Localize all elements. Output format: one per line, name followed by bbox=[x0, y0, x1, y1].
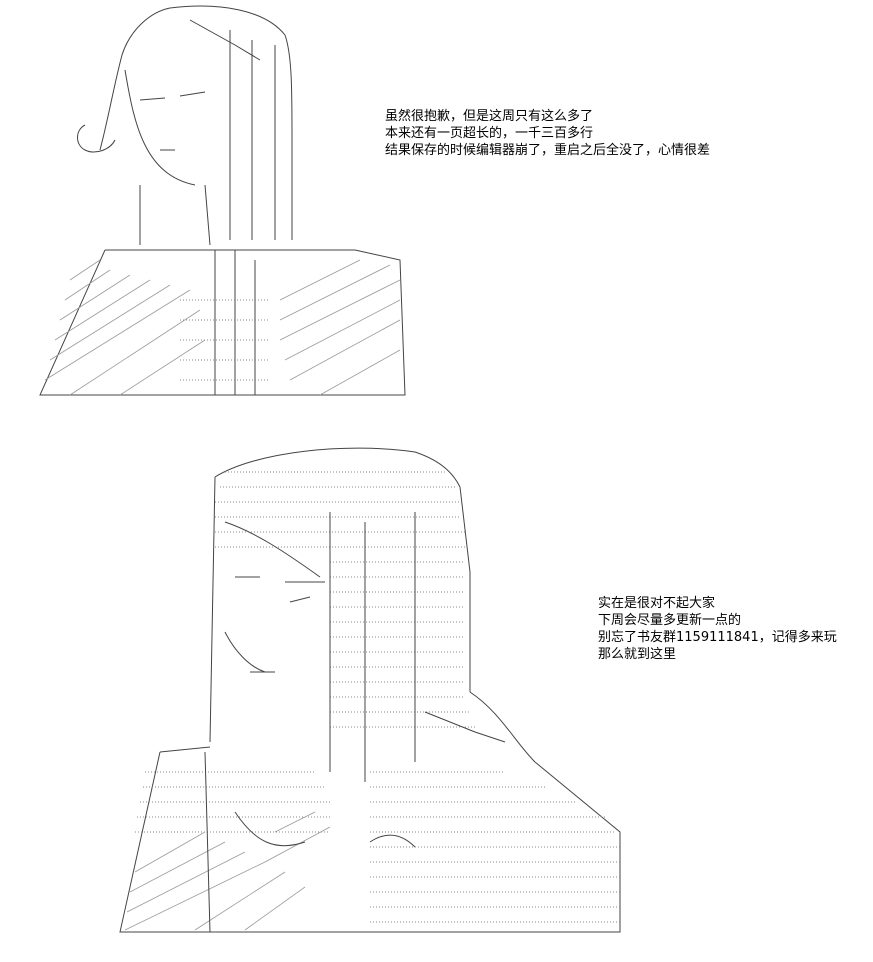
eye-right-lash bbox=[289, 596, 311, 603]
hair-fill-dots bbox=[215, 471, 475, 728]
hair-right-outline bbox=[169, 5, 293, 240]
caption-bottom-line-4: 那么就到这里 bbox=[598, 647, 677, 662]
body-hatching-right bbox=[279, 259, 401, 396]
hair-left-edge bbox=[209, 476, 216, 743]
ascii-art-character-bottom bbox=[115, 432, 635, 937]
hair-strand bbox=[189, 19, 261, 61]
body-fill-dots bbox=[135, 771, 620, 923]
caption-top-line-1: 虽然很抱歉，但是这周只有这么多了 bbox=[385, 109, 594, 124]
body-hatching-left bbox=[44, 259, 206, 396]
ascii-art-character-top bbox=[30, 0, 415, 400]
caption-top-line-3: 结果保存的时候编辑器崩了，重启之后全没了，心情很差 bbox=[385, 143, 711, 158]
eye-left bbox=[139, 97, 166, 101]
face-outline bbox=[124, 69, 196, 186]
caption-bottom: 实在是很对不起大家 下周会尽量多更新一点的 别忘了书友群1159111841，记… bbox=[598, 595, 837, 663]
eye-right bbox=[179, 91, 206, 97]
body-hatching bbox=[124, 811, 331, 931]
caption-top: 虽然很抱歉，但是这周只有这么多了 本来还有一页超长的，一千三百多行 结果保存的时… bbox=[385, 108, 710, 159]
ascii-art-top-drawing bbox=[39, 5, 406, 396]
bangs-line bbox=[224, 521, 321, 578]
caption-bottom-line-3: 别忘了书友群1159111841，记得多来玩 bbox=[598, 630, 837, 645]
shoulder-left bbox=[159, 746, 211, 753]
shoulder-right bbox=[469, 691, 536, 763]
caption-bottom-line-1: 实在是很对不起大家 bbox=[598, 596, 716, 611]
arm-fold bbox=[234, 811, 306, 847]
hair-top-outline bbox=[214, 447, 461, 488]
body-outline bbox=[119, 751, 621, 933]
caption-top-line-2: 本来还有一页超长的，一千三百多行 bbox=[385, 126, 594, 141]
hand-outline bbox=[77, 124, 116, 153]
ascii-art-bottom-drawing bbox=[119, 447, 621, 933]
hair-left-outline bbox=[99, 7, 171, 151]
neck-right bbox=[204, 184, 211, 246]
caption-bottom-line-2: 下周会尽量多更新一点的 bbox=[598, 613, 742, 628]
body-outline bbox=[39, 249, 406, 396]
body-grid-lines bbox=[180, 299, 270, 381]
collar-line bbox=[424, 711, 506, 743]
cheek-line bbox=[224, 631, 266, 673]
hair-right-edge bbox=[459, 486, 471, 692]
arm-left bbox=[204, 751, 211, 933]
hand-right bbox=[369, 834, 416, 848]
